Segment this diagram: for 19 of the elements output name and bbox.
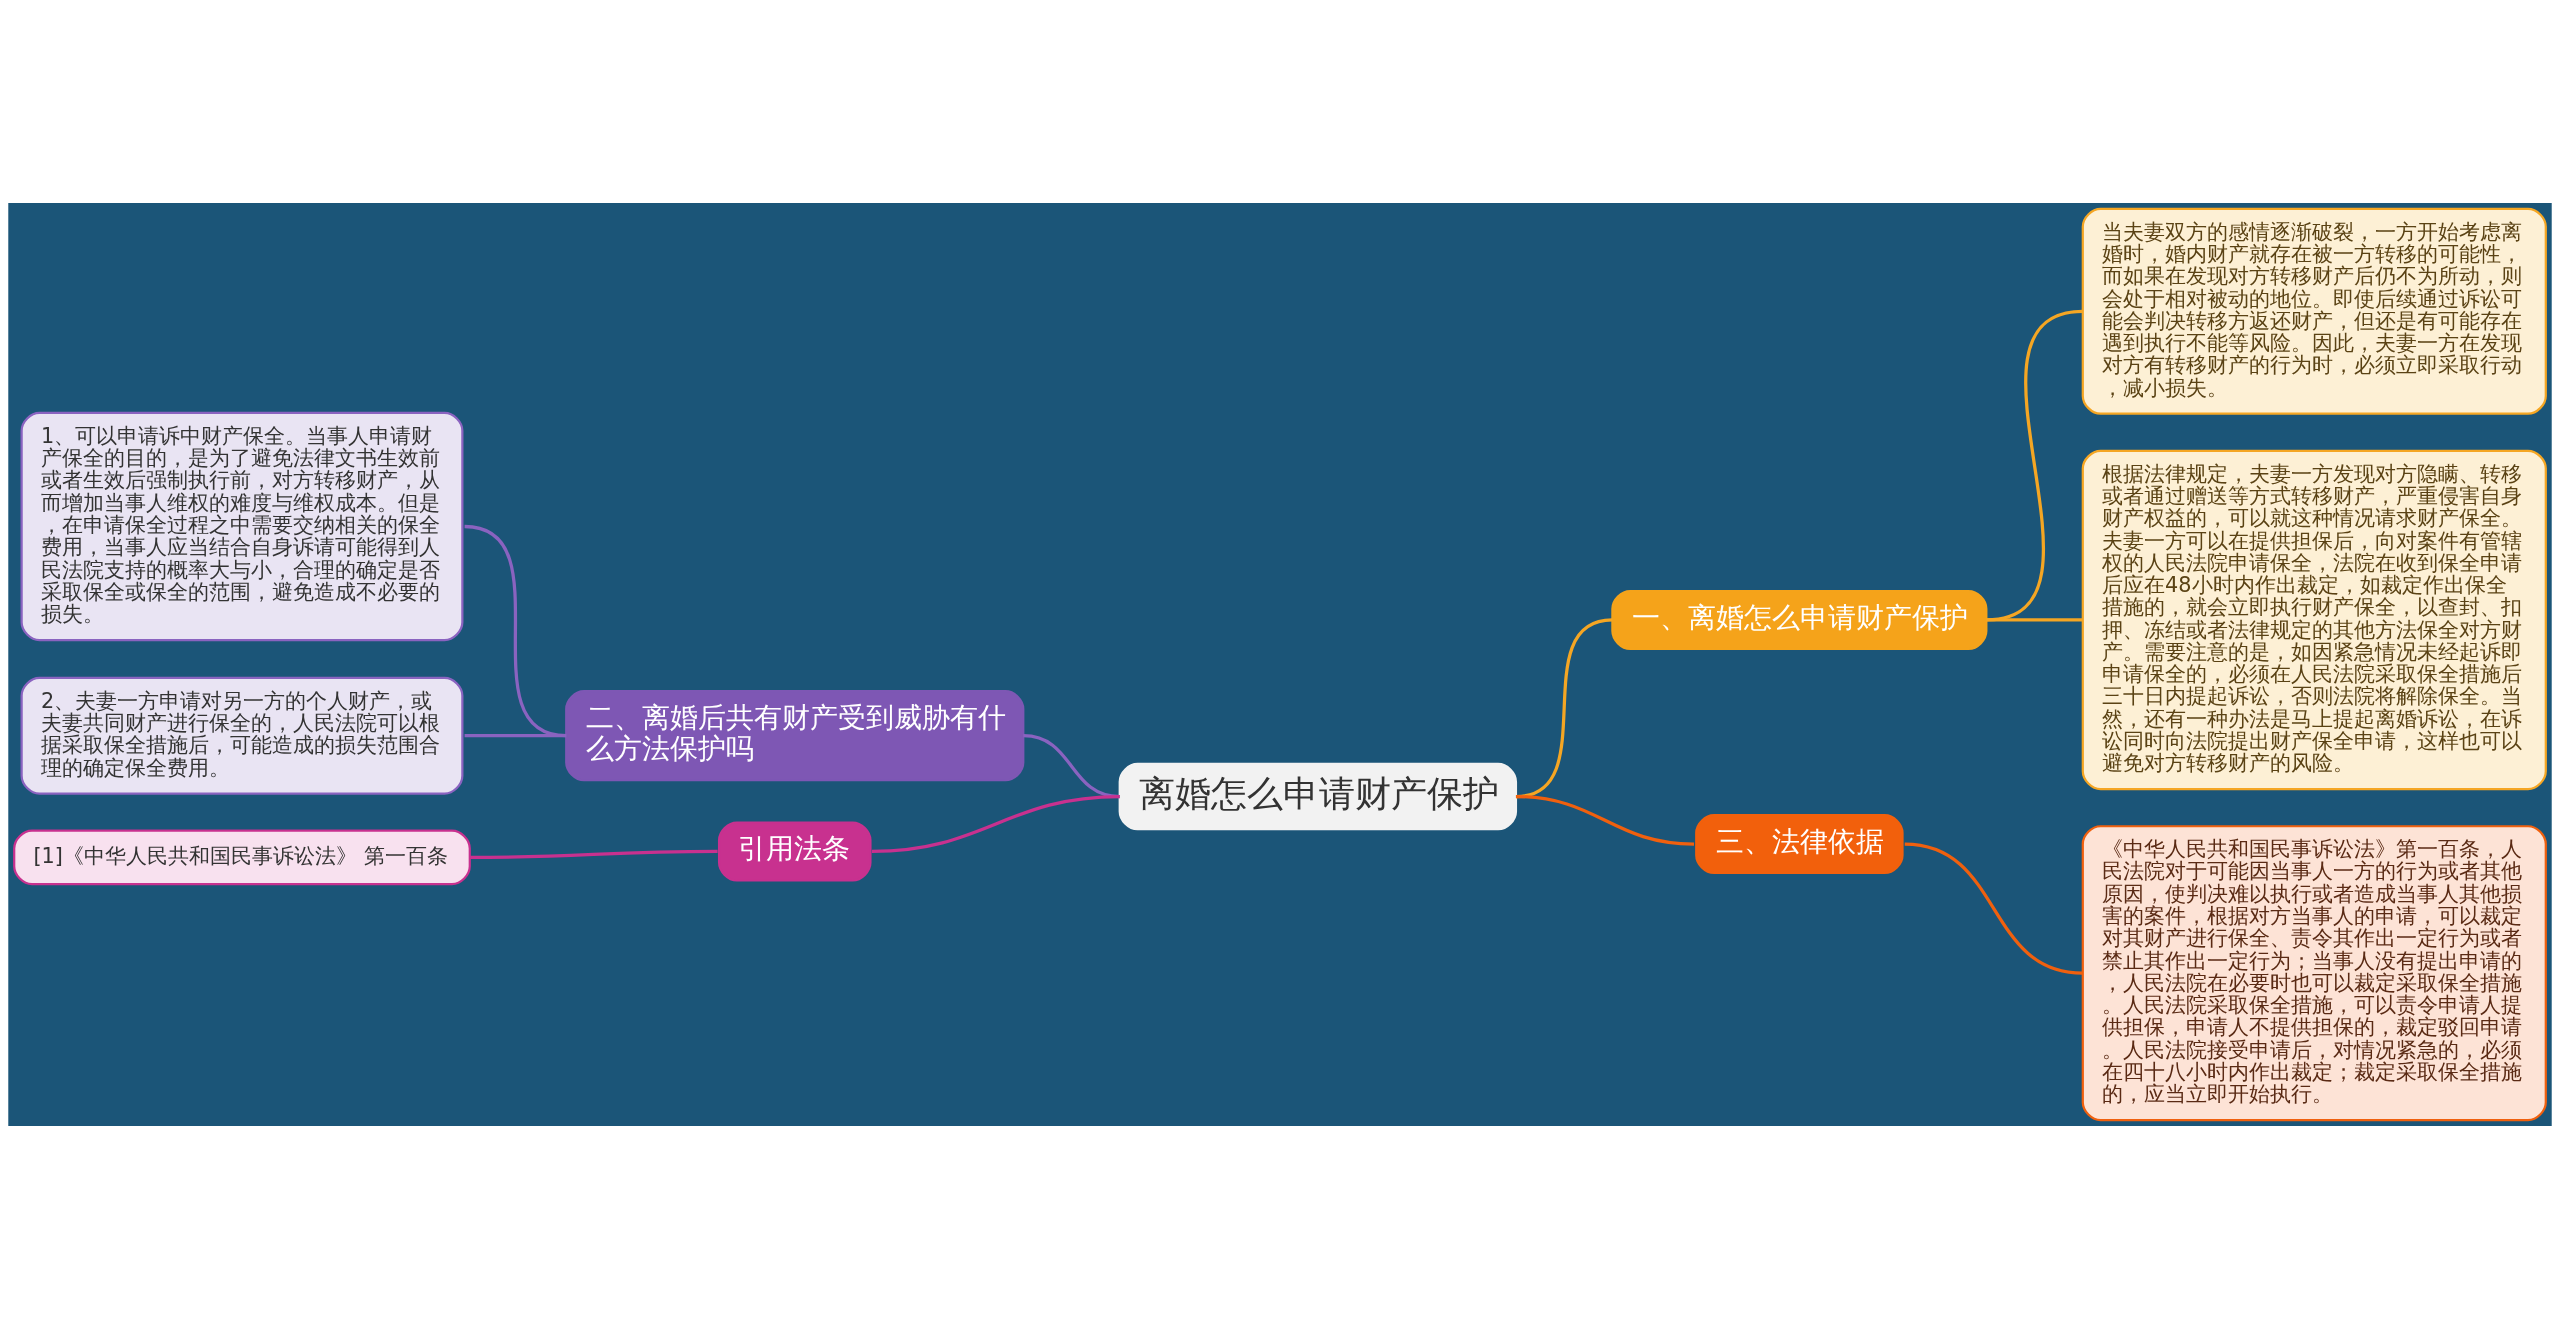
node-box: 三、法律依据 <box>1695 813 1904 874</box>
connector <box>464 733 567 737</box>
node-box: 离婚怎么申请财产保护 <box>1118 762 1518 830</box>
node-box: 《中华人民共和国民事诉讼法》第一百条，人民法院对于可能因当事人一方的行为或者其他原因，使判决难以执行或者造成当事人其他损害的案件，根据对方当事人的申请，可以裁定对其财产进行保全、责令其作出一定行为或者禁止其作出一定行为；当事人没有提出申请的，人民法院在必要时也可以裁定采取保全措施。人民法院采取保全措施，可以责令申请人提供担保，申请人不提供担保的，裁定驳回申请。人民法院接受申请后，对情况紧急的，必须在四十八小时内作出裁定；裁定采取保全措施的，应当立即开始执行。 <box>2081 824 2547 1121</box>
connector <box>1904 841 2083 975</box>
connector <box>1986 617 2083 622</box>
node-box: 当夫妻双方的感情逐渐破裂，一方开始考虑离婚时，婚内财产就存在被一方转移的可能性，而如果在发现对方转移财产后仍不为所动，则会处于相对被动的地位。即使后续通过诉讼可能会判决转移方返还财产，但还是有可能存在遇到执行不能等风险。因此，夫妻一方在发现对方有转移财产的行为时，必须立即采取行动，减小损失。 <box>2081 207 2547 415</box>
node-box: 2、夫妻一方申请对另一方的个人财产，或夫妻共同财产进行保全的，人民法院可以根据采取保全措施后，可能造成的损失范围合理的确定保全费用。 <box>20 676 464 795</box>
node-box: 二、离婚后共有财产受到威胁有什么方法保护吗 <box>565 689 1025 781</box>
node-box: [1]《中华人民共和国民事诉讼法》 第一百条 <box>13 829 471 885</box>
node-box: 引用法条 <box>717 820 872 882</box>
node-box: 根据法律规定，夫妻一方发现对方隐瞒、转移或者通过赠送等方式转移财产，严重侵害自身财产权益的，可以就这种情况请求财产保全。夫妻一方可以在提供担保后，向对案件有管辖权的人民法院申请保全，法院在收到保全申请后应在48小时内作出裁定，如裁定作出保全措施的，就会立即执行财产保全，以查封、扣押、冻结或者法律规定的其他方法保全对方财产。需要注意的是，如因紧急情况未经起诉即申请保全的，必须在人民法院采取保全措施后三十日内提起诉讼，否则法院将解除保全。当然，还有一种办法是马上提起离婚诉讼，在诉讼同时向法院提出财产保全申请，这样也可以避免对方转移财产的风险。 <box>2081 449 2547 790</box>
connector <box>871 794 1120 853</box>
connector <box>1515 794 1695 846</box>
node-box: 一、离婚怎么申请财产保护 <box>1611 589 1988 650</box>
connector <box>1986 309 2084 622</box>
node-box: 1、可以申请诉中财产保全。当事人申请财产保全的目的，是为了避免法律文书生效前或者生效后强制执行前，对方转移财产，从而增加当事人维权的难度与维权成本。但是，在申请保全过程之中需要交纳相关的保全费用，当事人应当结合自身诉请可能得到人民法院支持的概率大与小，合理的确定是否采取保全或保全的范围，避免造成不必要的损失。 <box>20 411 464 641</box>
connector <box>469 849 718 859</box>
connector <box>464 524 567 737</box>
